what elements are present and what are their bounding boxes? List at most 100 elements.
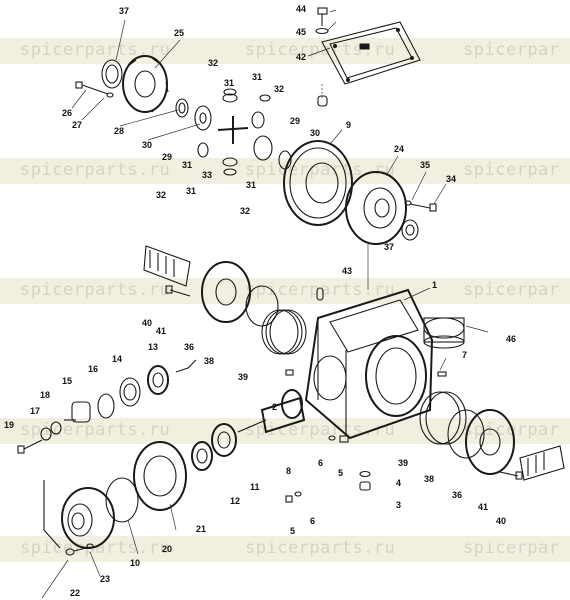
callout-20: 20 [162, 544, 172, 554]
watermark-text: spicerparts.ru [245, 538, 396, 558]
bearing-37-upper [101, 59, 123, 89]
callout-13: 13 [148, 342, 158, 352]
callout-36: 36 [184, 342, 194, 352]
callout-32: 32 [274, 84, 284, 94]
callout-30: 30 [142, 140, 152, 150]
leader-lines [41, 9, 489, 599]
plug-2 [285, 369, 294, 376]
vent-7 [437, 371, 447, 377]
side-gear-30 [194, 105, 212, 131]
bolt-40-left [165, 285, 191, 297]
callout-39: 39 [398, 458, 408, 468]
callout-38: 38 [424, 474, 434, 484]
o-ring-38-left [245, 285, 279, 327]
callout-44: 44 [296, 4, 306, 14]
watermark-band [0, 278, 570, 304]
watermark-text: spicerpar [463, 538, 560, 558]
callout-2: 2 [272, 402, 277, 412]
callout-15: 15 [62, 376, 72, 386]
watermark-text: spicerpar [463, 420, 560, 440]
callout-6: 6 [318, 458, 323, 468]
callout-32: 32 [240, 206, 250, 216]
watermark-text: spicerpar [463, 40, 560, 60]
callout-29: 29 [290, 116, 300, 126]
callout-23: 23 [100, 574, 110, 584]
bolt-34 [404, 200, 437, 212]
drain-plug-3 [359, 470, 371, 491]
callout-33: 33 [202, 170, 212, 180]
callout-7: 7 [462, 350, 467, 360]
washer-17-18 [40, 421, 62, 441]
callout-38: 38 [204, 356, 214, 366]
callout-41: 41 [478, 502, 488, 512]
dowel-43 [316, 287, 324, 301]
callout-46: 46 [506, 334, 516, 344]
callout-31: 31 [186, 186, 196, 196]
watermark-text: spicerpar [463, 280, 560, 300]
callout-28: 28 [114, 126, 124, 136]
callout-39: 39 [238, 372, 248, 382]
callout-22: 22 [70, 588, 80, 598]
callout-4: 4 [396, 478, 401, 488]
callout-25: 25 [174, 28, 184, 38]
diff-case-half [122, 55, 169, 113]
callout-18: 18 [40, 390, 50, 400]
axle-shaft-left [143, 245, 191, 287]
watermark-text: spicerparts.ru [20, 160, 171, 180]
callout-42: 42 [296, 52, 306, 62]
callout-45: 45 [296, 27, 306, 37]
callout-29: 29 [162, 152, 172, 162]
watermark-text: spicerpar [463, 160, 560, 180]
callout-9: 9 [346, 120, 351, 130]
callout-24: 24 [394, 144, 404, 154]
pinion-gears [197, 88, 292, 176]
carrier-half [345, 171, 407, 245]
watermark-text: spicerparts.ru [20, 280, 171, 300]
callout-14: 14 [112, 354, 122, 364]
bearing-cage-21 [133, 441, 187, 511]
callout-10: 10 [130, 558, 140, 568]
shim-pack-39-left [261, 309, 307, 355]
watermark-band [0, 536, 570, 562]
callout-11: 11 [250, 482, 260, 492]
watermark-text: spicerparts.ru [245, 280, 396, 300]
ring-gear [283, 140, 353, 226]
coupling-flange-10 [43, 480, 115, 549]
flange-36-right [465, 409, 515, 475]
callout-32: 32 [156, 190, 166, 200]
o-ring-38-right [447, 409, 485, 459]
bolt-26 [75, 81, 114, 98]
callout-31: 31 [182, 160, 192, 170]
axle-housing [304, 288, 434, 440]
callout-8: 8 [286, 466, 291, 476]
callout-5: 5 [290, 526, 295, 536]
gasket-20 [105, 477, 139, 523]
watermark-text: spicerparts.ru [20, 40, 171, 60]
callout-34: 34 [446, 174, 456, 184]
watermark-band [0, 38, 570, 64]
callout-17: 17 [30, 406, 40, 416]
callout-31: 31 [246, 180, 256, 190]
bolt-22 [65, 543, 94, 556]
callout-41: 41 [156, 326, 166, 336]
callout-3: 3 [396, 500, 401, 510]
screw-5-6 [285, 435, 349, 503]
bolt-40-right [499, 471, 523, 480]
bolt-19 [17, 439, 43, 454]
callout-27: 27 [72, 120, 82, 130]
bearing-11 [211, 423, 237, 457]
watermark-text: spicerparts.ru [245, 40, 396, 60]
callout-21: 21 [196, 524, 206, 534]
cover-plate [321, 21, 421, 85]
flange-36-left [201, 261, 251, 323]
callout-6: 6 [310, 516, 315, 526]
seal-16 [97, 393, 115, 419]
bearing-37-right [401, 219, 419, 241]
bearing-13 [147, 365, 169, 395]
washer [315, 27, 329, 107]
callout-31: 31 [252, 72, 262, 82]
callout-12: 12 [230, 496, 240, 506]
callout-19: 19 [4, 420, 14, 430]
callout-35: 35 [420, 160, 430, 170]
